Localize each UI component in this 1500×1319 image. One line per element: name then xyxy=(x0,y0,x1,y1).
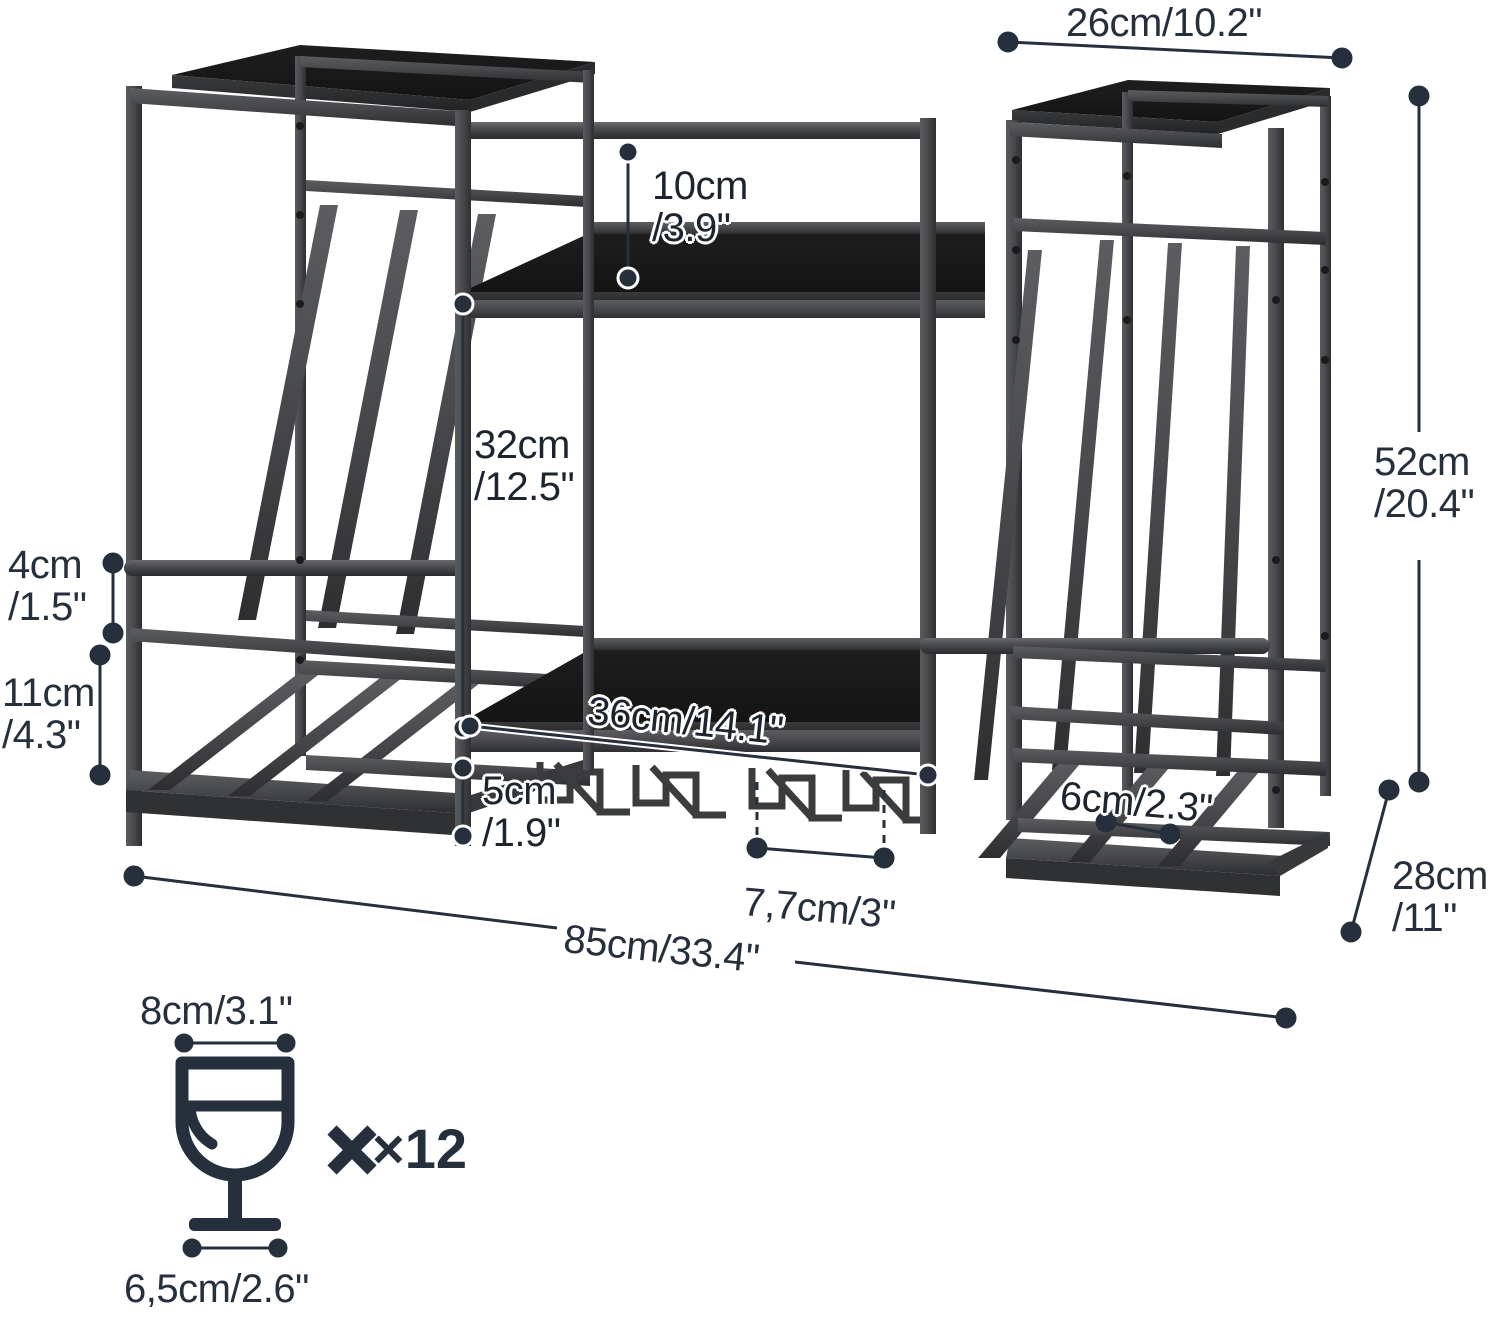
label-total-height: 52cm/20.4" xyxy=(1374,440,1475,526)
leader-shelf-lip xyxy=(451,756,475,848)
label-bottom-bay: 11cm/4.3" xyxy=(2,671,95,757)
label-tower-rail-gap: 4cm/1.5" xyxy=(8,543,87,629)
label-glass-count: ×12 xyxy=(372,1117,467,1180)
leader-bottom-bay xyxy=(89,644,111,786)
leader-top-shelf-depth xyxy=(997,31,1353,69)
leader-middle-gap xyxy=(451,292,475,740)
leader-tower-rail-gap xyxy=(102,552,124,644)
label-top-shelf-depth: 26cm/10.2" xyxy=(1066,1,1262,45)
label-shelf-lip: 5cm/1.9" xyxy=(482,769,561,855)
label-glass-base-width: 6,5cm/2.6" xyxy=(124,1267,309,1311)
leader-glass-rail-spacing xyxy=(746,782,895,869)
label-upper-gap: 10cm/3.9" xyxy=(652,164,748,250)
leader-total-height xyxy=(1408,85,1430,793)
leader-center-shelf-depth xyxy=(458,714,940,787)
label-total-depth: 28cm/11" xyxy=(1392,854,1488,940)
label-middle-gap: 32cm/12.5" xyxy=(474,423,575,509)
label-glass-bowl-width: 8cm/3.1" xyxy=(140,989,293,1033)
leader-total-depth xyxy=(1340,779,1400,943)
right-tower xyxy=(920,80,1331,896)
glass-spec-block: 8cm/3.1" xyxy=(100,990,560,1310)
leader-slat-spacing xyxy=(1095,811,1181,845)
leader-upper-gap xyxy=(616,140,640,290)
leader-total-width xyxy=(123,865,1297,1029)
wine-glass-icon xyxy=(174,1033,377,1258)
